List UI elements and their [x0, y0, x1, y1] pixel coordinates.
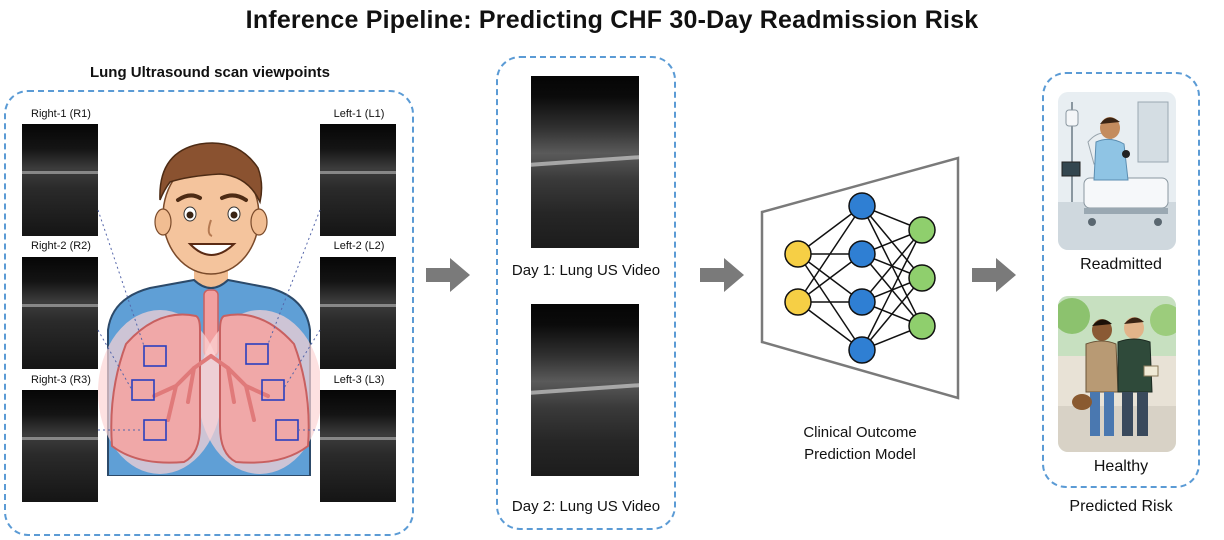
tile-label-r1: Right-1 (R1) — [31, 108, 91, 120]
tile-label-l3: Left-3 (L3) — [333, 374, 385, 386]
tile-label-l1: Left-1 (L1) — [333, 108, 385, 120]
readmitted-label: Readmitted — [1080, 256, 1162, 273]
healthy-people-illustration — [1058, 296, 1176, 452]
hidden-node — [848, 192, 876, 220]
predicted-risk-caption: Predicted Risk — [1069, 498, 1173, 515]
viewpoints-panel — [4, 90, 414, 536]
network-edge — [861, 229, 923, 303]
tile-label-r2: Right-2 (R2) — [31, 240, 91, 252]
readmitted-hospital-bed-illustration — [1058, 92, 1176, 250]
prediction-model-network — [760, 156, 960, 400]
arrow-to-model — [700, 258, 744, 292]
us-tile-l2 — [320, 257, 396, 369]
arrow-to-videos — [426, 258, 470, 292]
day1-video-frame — [531, 76, 639, 248]
hidden-node — [848, 240, 876, 268]
us-tile-r2 — [22, 257, 98, 369]
model-label-line1: Clinical Outcome — [803, 424, 917, 441]
person-lungs-illustration — [98, 142, 320, 476]
healthy-label: Healthy — [1093, 458, 1149, 475]
us-tile-r1 — [22, 124, 98, 236]
network-edge — [861, 277, 923, 351]
network-edge — [861, 229, 923, 351]
risk-panel — [1042, 72, 1200, 488]
output-node — [908, 312, 936, 340]
input-node — [784, 240, 812, 268]
viewpoints-heading: Lung Ultrasound scan viewpoints — [89, 64, 331, 81]
hidden-node — [848, 336, 876, 364]
us-tile-l1 — [320, 124, 396, 236]
videos-panel — [496, 56, 676, 530]
model-label-line2: Prediction Model — [804, 446, 916, 463]
network-edge — [797, 205, 863, 303]
us-tile-l3 — [320, 390, 396, 502]
day1-video-label: Day 1: Lung US Video — [511, 262, 661, 279]
diagram-title: Inference Pipeline: Predicting CHF 30-Da… — [245, 6, 979, 34]
output-node — [908, 216, 936, 244]
hidden-node — [848, 288, 876, 316]
output-node — [908, 264, 936, 292]
tile-label-l2: Left-2 (L2) — [333, 240, 385, 252]
input-node — [784, 288, 812, 316]
arrow-to-risk — [972, 258, 1016, 292]
us-tile-r3 — [22, 390, 98, 502]
connector-lines — [97, 209, 321, 431]
day2-video-label: Day 2: Lung US Video — [511, 498, 661, 515]
day2-video-frame — [531, 304, 639, 476]
tile-label-r3: Right-3 (R3) — [31, 374, 91, 386]
